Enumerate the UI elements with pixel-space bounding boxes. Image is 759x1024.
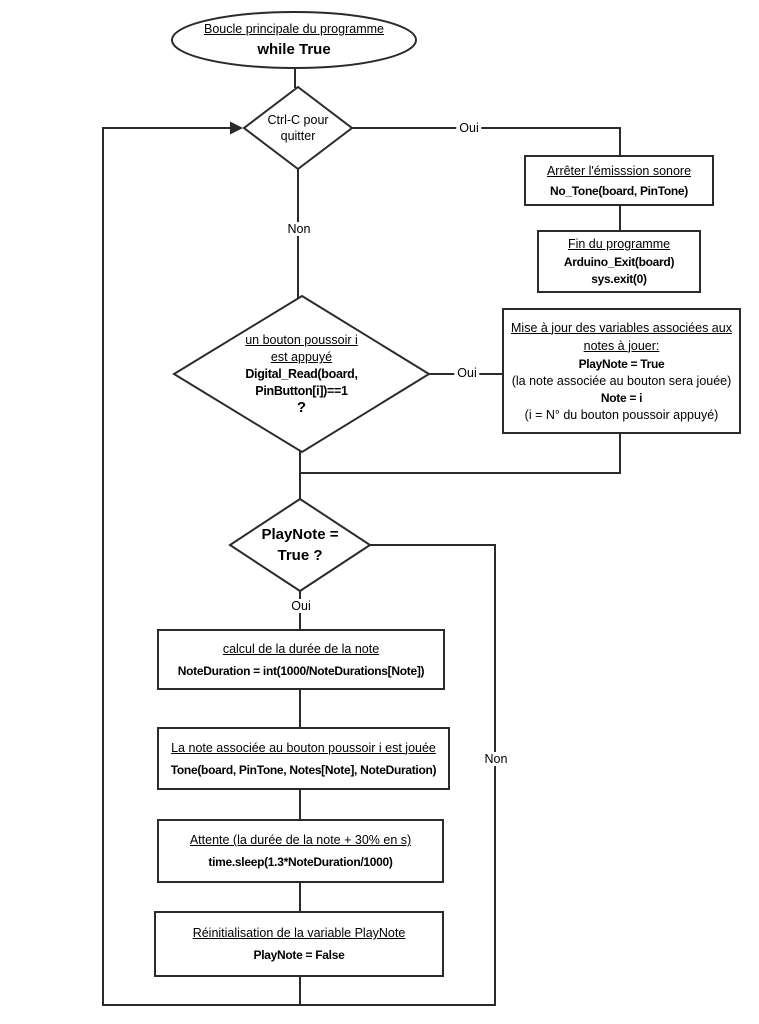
decision-button-title2: est appuyé xyxy=(270,350,333,364)
stop-tone-code: No_Tone(board, PinTone) xyxy=(550,183,688,198)
label-quit-oui: Oui xyxy=(456,121,482,135)
calc-duration-box: calcul de la durée de la note NoteDurati… xyxy=(157,629,445,690)
decision-quit: Ctrl-C pour quitter xyxy=(244,88,352,168)
end-program-box: Fin du programme Arduino_Exit(board) sys… xyxy=(537,230,701,293)
stop-tone-title: Arrêter l'émisssion sonore xyxy=(546,163,692,178)
decision-playnote-shape xyxy=(228,497,372,593)
decision-playnote: PlayNote = True ? xyxy=(230,499,370,591)
update-vars-note1: (la note associée au bouton sera jouée) xyxy=(511,373,732,388)
update-vars-code1: PlayNote = True xyxy=(578,356,665,371)
loop-arrowhead xyxy=(230,121,243,135)
end-program-code2: sys.exit(0) xyxy=(591,272,647,286)
update-vars-title1: Mise à jour des variables associées aux xyxy=(511,320,732,335)
start-code: while True xyxy=(257,41,331,58)
connectors xyxy=(102,68,621,1006)
decision-quit-line2: quitter xyxy=(280,129,316,143)
end-program-title: Fin du programme xyxy=(567,237,671,251)
play-note-box: La note associée au bouton poussoir i es… xyxy=(157,727,450,790)
label-playnote-oui: Oui xyxy=(288,599,314,613)
reset-playnote-box: Réinitialisation de la variable PlayNote… xyxy=(154,911,444,977)
decision-button: un bouton poussoir i est appuyé Digital_… xyxy=(174,296,429,452)
end-program-code1: Arduino_Exit(board) xyxy=(563,255,675,269)
stop-tone-box: Arrêter l'émisssion sonore No_Tone(board… xyxy=(524,155,714,206)
reset-playnote-code: PlayNote = False xyxy=(253,948,345,962)
decision-button-title1: un bouton poussoir i xyxy=(245,333,358,347)
decision-button-question: ? xyxy=(296,399,307,416)
wait-note-title: Attente (la durée de la note + 30% en s) xyxy=(189,833,412,847)
play-note-title: La note associée au bouton poussoir i es… xyxy=(171,740,436,755)
update-vars-code2: Note = i xyxy=(600,390,643,405)
label-quit-non: Non xyxy=(284,222,314,236)
start-node: Boucle principale du programme while Tru… xyxy=(172,12,416,68)
decision-button-code2: PinButton[i])==1 xyxy=(255,384,348,398)
decision-quit-line1: Ctrl-C pour xyxy=(267,113,329,127)
update-vars-title2: notes à jouer: xyxy=(583,338,660,353)
label-playnote-non: Non xyxy=(481,752,511,766)
node-shapes xyxy=(171,11,431,593)
decision-playnote-line1: PlayNote = xyxy=(261,526,339,543)
decision-button-code1: Digital_Read(board, xyxy=(245,367,358,381)
start-title: Boucle principale du programme xyxy=(204,22,384,36)
reset-playnote-title: Réinitialisation de la variable PlayNote xyxy=(192,926,406,940)
start-ellipse-shape xyxy=(171,11,417,69)
update-vars-note2: (i = N° du bouton poussoir appuyé) xyxy=(524,407,719,422)
update-vars-box: Mise à jour des variables associées aux … xyxy=(502,308,741,434)
decision-button-shape xyxy=(172,294,431,454)
play-note-code: Tone(board, PinTone, Notes[Note], NoteDu… xyxy=(170,762,437,777)
decision-quit-shape xyxy=(242,85,354,171)
calc-duration-title: calcul de la durée de la note xyxy=(222,641,380,656)
label-button-oui: Oui xyxy=(454,366,480,380)
calc-duration-code: NoteDuration = int(1000/NoteDurations[No… xyxy=(177,663,425,678)
wait-note-box: Attente (la durée de la note + 30% en s)… xyxy=(157,819,444,883)
decision-playnote-line2: True ? xyxy=(277,547,323,564)
wait-note-code: time.sleep(1.3*NoteDuration/1000) xyxy=(208,855,393,869)
